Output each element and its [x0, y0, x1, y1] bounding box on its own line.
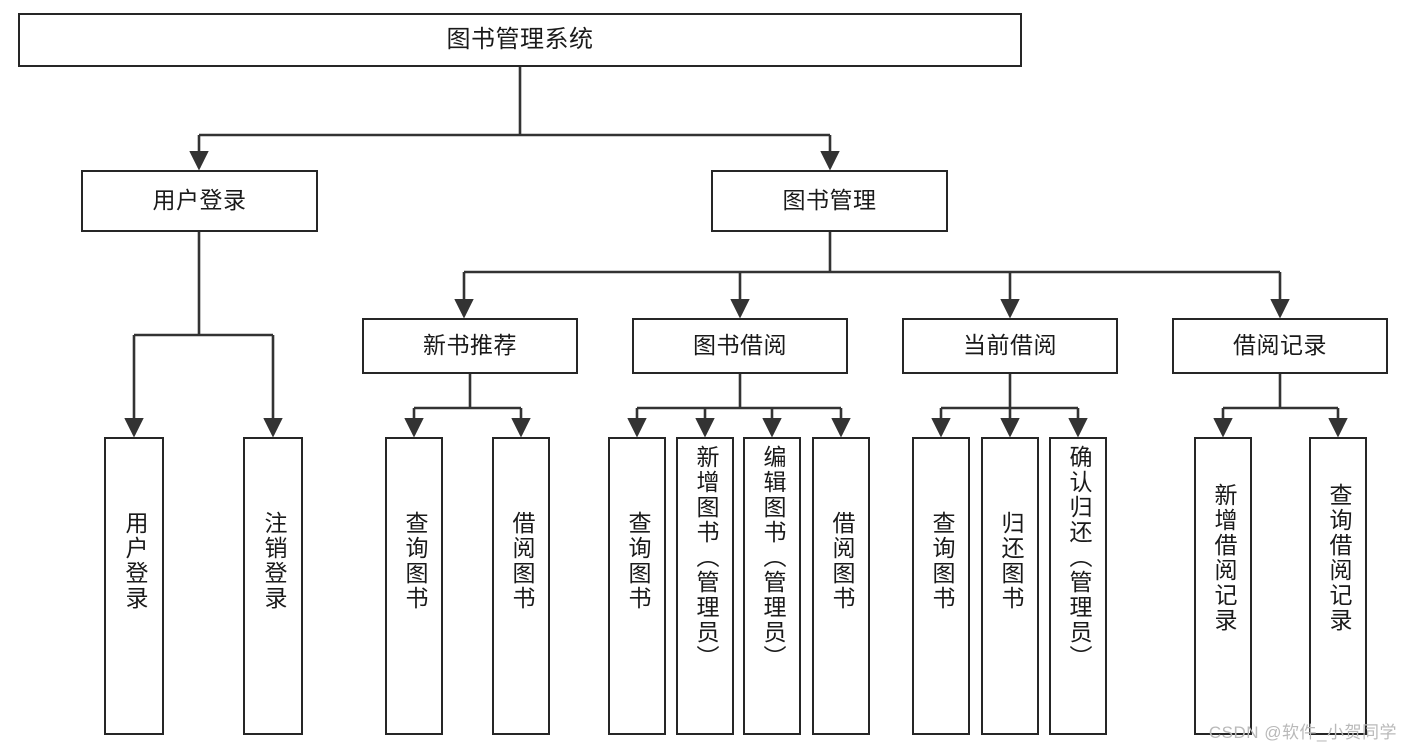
leaf-confirm-return-admin-label: 确认归还（管理员） [1065, 445, 1092, 670]
node-current-borrow[interactable]: 当前借阅 [902, 318, 1118, 374]
leaf-borrow-book-borrow-label: 借阅图书 [828, 511, 855, 611]
leaf-query-borrow-record-label: 查询借阅记录 [1325, 483, 1352, 633]
node-root-system-label: 图书管理系统 [446, 25, 594, 53]
leaf-borrow-book-borrow[interactable]: 借阅图书 [812, 437, 870, 735]
node-borrow-record[interactable]: 借阅记录 [1172, 318, 1388, 374]
node-current-borrow-label: 当前借阅 [963, 332, 1057, 359]
csdn-watermark: CSDN @软件_小贺同学 [1208, 723, 1397, 742]
leaf-user-login-label: 用户登录 [121, 511, 148, 611]
leaf-query-book-borrow[interactable]: 查询图书 [608, 437, 666, 735]
leaf-borrow-book-recommend-label: 借阅图书 [508, 511, 535, 611]
leaf-query-book-current-label: 查询图书 [928, 511, 955, 611]
leaf-query-book-current[interactable]: 查询图书 [912, 437, 970, 735]
node-user-login-label: 用户登录 [152, 187, 247, 214]
node-user-login[interactable]: 用户登录 [81, 170, 318, 232]
leaf-query-book-borrow-label: 查询图书 [624, 511, 651, 611]
leaf-query-book-recommend-label: 查询图书 [401, 511, 428, 611]
leaf-return-book[interactable]: 归还图书 [981, 437, 1039, 735]
node-book-borrow-label: 图书借阅 [693, 332, 787, 359]
node-new-book-recommend-label: 新书推荐 [423, 332, 517, 359]
leaf-add-borrow-record[interactable]: 新增借阅记录 [1194, 437, 1252, 735]
leaf-query-borrow-record[interactable]: 查询借阅记录 [1309, 437, 1367, 735]
leaf-return-book-label: 归还图书 [997, 511, 1024, 611]
node-borrow-record-label: 借阅记录 [1233, 332, 1327, 359]
leaf-confirm-return-admin[interactable]: 确认归还（管理员） [1049, 437, 1107, 735]
leaf-edit-book-admin[interactable]: 编辑图书（管理员） [743, 437, 801, 735]
leaf-user-login[interactable]: 用户登录 [104, 437, 164, 735]
node-book-borrow[interactable]: 图书借阅 [632, 318, 848, 374]
leaf-logout[interactable]: 注销登录 [243, 437, 303, 735]
leaf-add-borrow-record-label: 新增借阅记录 [1210, 483, 1237, 633]
leaf-logout-label: 注销登录 [260, 511, 287, 611]
node-book-manage-label: 图书管理 [782, 187, 877, 214]
leaf-add-book-admin[interactable]: 新增图书（管理员） [676, 437, 734, 735]
leaf-borrow-book-recommend[interactable]: 借阅图书 [492, 437, 550, 735]
leaf-add-book-admin-label: 新增图书（管理员） [692, 445, 719, 670]
node-root-system[interactable]: 图书管理系统 [18, 13, 1022, 67]
leaf-edit-book-admin-label: 编辑图书（管理员） [759, 445, 786, 670]
node-book-manage[interactable]: 图书管理 [711, 170, 948, 232]
leaf-query-book-recommend[interactable]: 查询图书 [385, 437, 443, 735]
node-new-book-recommend[interactable]: 新书推荐 [362, 318, 578, 374]
